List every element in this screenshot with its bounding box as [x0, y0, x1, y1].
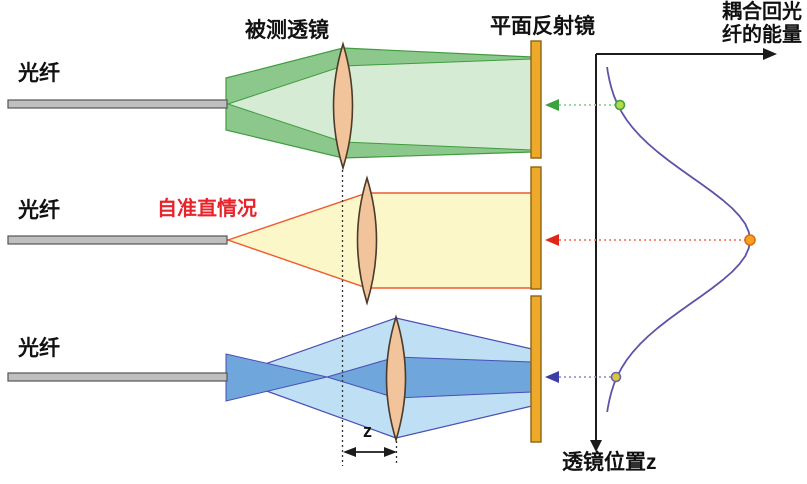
coupled-energy-axis-label: 耦合回光 纤的能量 [700, 1, 802, 47]
mirror-segment-top [530, 40, 542, 159]
fiber-label-middle: 光纤 [18, 199, 60, 222]
lens-position-axis-arrow-icon [590, 440, 602, 452]
z-arrow-left-icon [343, 447, 356, 457]
link-red-arrow-icon [545, 234, 559, 246]
coupled-energy-line1: 耦合回光 [722, 1, 802, 23]
fiber-bottom [7, 372, 228, 382]
fiber-top [7, 99, 228, 109]
lens-position-axis-label: 透镜位置z [562, 451, 657, 474]
curve-point-green [614, 99, 626, 111]
fiber-middle [7, 235, 228, 245]
link-green-arrow-icon [545, 99, 559, 111]
plane-mirror-label: 平面反射镜 [490, 15, 595, 38]
autocollimation-label: 自准直情况 [157, 198, 257, 220]
curve-point-yellow [610, 371, 622, 383]
curve-point-peak [744, 234, 756, 246]
lens-under-test-label: 被测透镜 [245, 19, 329, 42]
mirror-segment-bottom [530, 295, 542, 443]
energy-axis-arrow-icon [763, 48, 777, 60]
mirror-segment-middle [530, 166, 542, 290]
z-dimension-label: z [363, 421, 372, 441]
lens-top [332, 41, 354, 171]
z-arrow-right-icon [384, 447, 397, 457]
fiber-label-top: 光纤 [18, 62, 60, 85]
link-purple-arrow-icon [545, 371, 559, 383]
lens-bottom [385, 314, 407, 443]
energy-curve [606, 66, 751, 413]
coupled-energy-line2: 纤的能量 [722, 24, 802, 46]
lens-middle [356, 175, 378, 306]
fiber-label-bottom: 光纤 [18, 337, 60, 360]
beam-yellow-collimated [225, 192, 533, 289]
